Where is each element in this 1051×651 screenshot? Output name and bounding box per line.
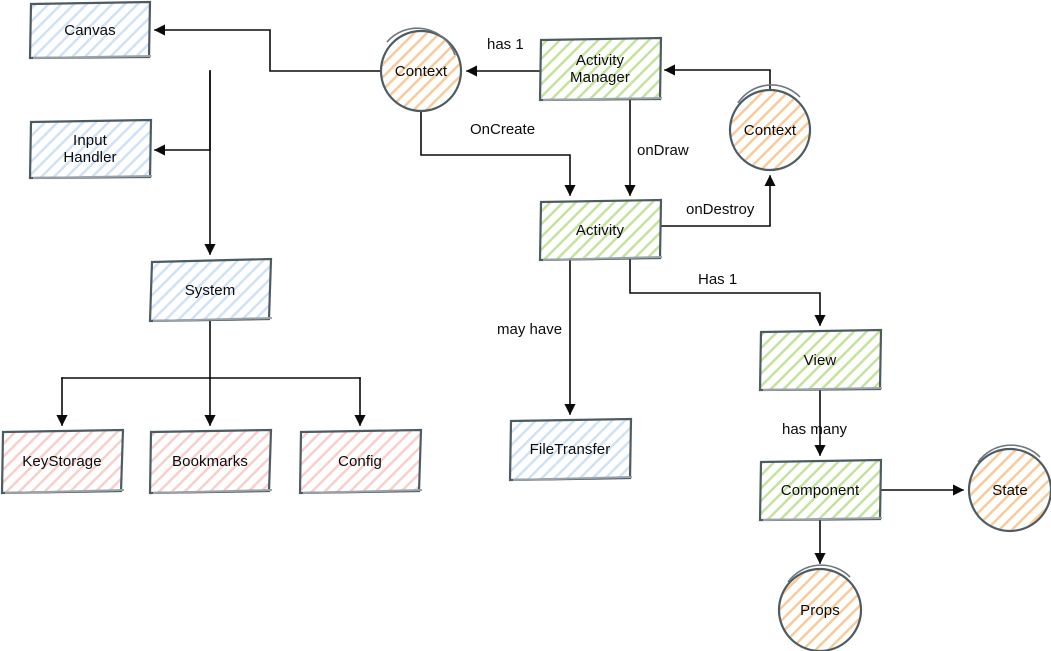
hit-activity-manager[interactable] (540, 38, 660, 100)
hit-config[interactable] (300, 430, 420, 492)
hit-system[interactable] (150, 259, 270, 321)
node-input-handler[interactable] (28, 118, 153, 180)
edge-context-activity (420, 111, 576, 197)
edge-contextright-activitymanager (663, 64, 771, 90)
node-keystorage[interactable] (0, 428, 125, 495)
node-canvas[interactable] (28, 0, 152, 60)
edge-activity-contextright (659, 174, 776, 227)
edges-layer (56, 24, 965, 565)
edge-context-canvas (153, 24, 381, 72)
node-activity[interactable] (538, 198, 663, 262)
hit-props[interactable] (778, 568, 862, 651)
hit-canvas[interactable] (30, 2, 150, 58)
hit-component[interactable] (760, 460, 880, 520)
node-bookmarks[interactable] (148, 428, 273, 495)
node-context-right[interactable] (728, 84, 812, 172)
hit-context-left[interactable] (381, 31, 461, 111)
node-view[interactable] (758, 328, 883, 392)
hit-state[interactable] (968, 448, 1051, 532)
hit-filetransfer[interactable] (510, 419, 630, 479)
node-component[interactable] (758, 458, 883, 522)
node-state[interactable] (967, 444, 1051, 533)
edge-context-trunk (153, 70, 211, 156)
node-filetransfer[interactable] (508, 417, 633, 482)
node-config[interactable] (298, 428, 423, 495)
hit-activity[interactable] (540, 200, 660, 260)
hit-context-right[interactable] (730, 90, 810, 170)
node-activity-manager[interactable] (538, 36, 663, 102)
node-context-left[interactable] (379, 27, 463, 113)
node-system[interactable] (148, 257, 273, 323)
edge-activity-view (629, 259, 826, 327)
hit-bookmarks[interactable] (150, 430, 270, 492)
hit-keystorage[interactable] (2, 430, 122, 492)
hit-view[interactable] (760, 330, 880, 390)
hit-input-handler[interactable] (30, 120, 150, 178)
node-props[interactable] (777, 564, 863, 651)
